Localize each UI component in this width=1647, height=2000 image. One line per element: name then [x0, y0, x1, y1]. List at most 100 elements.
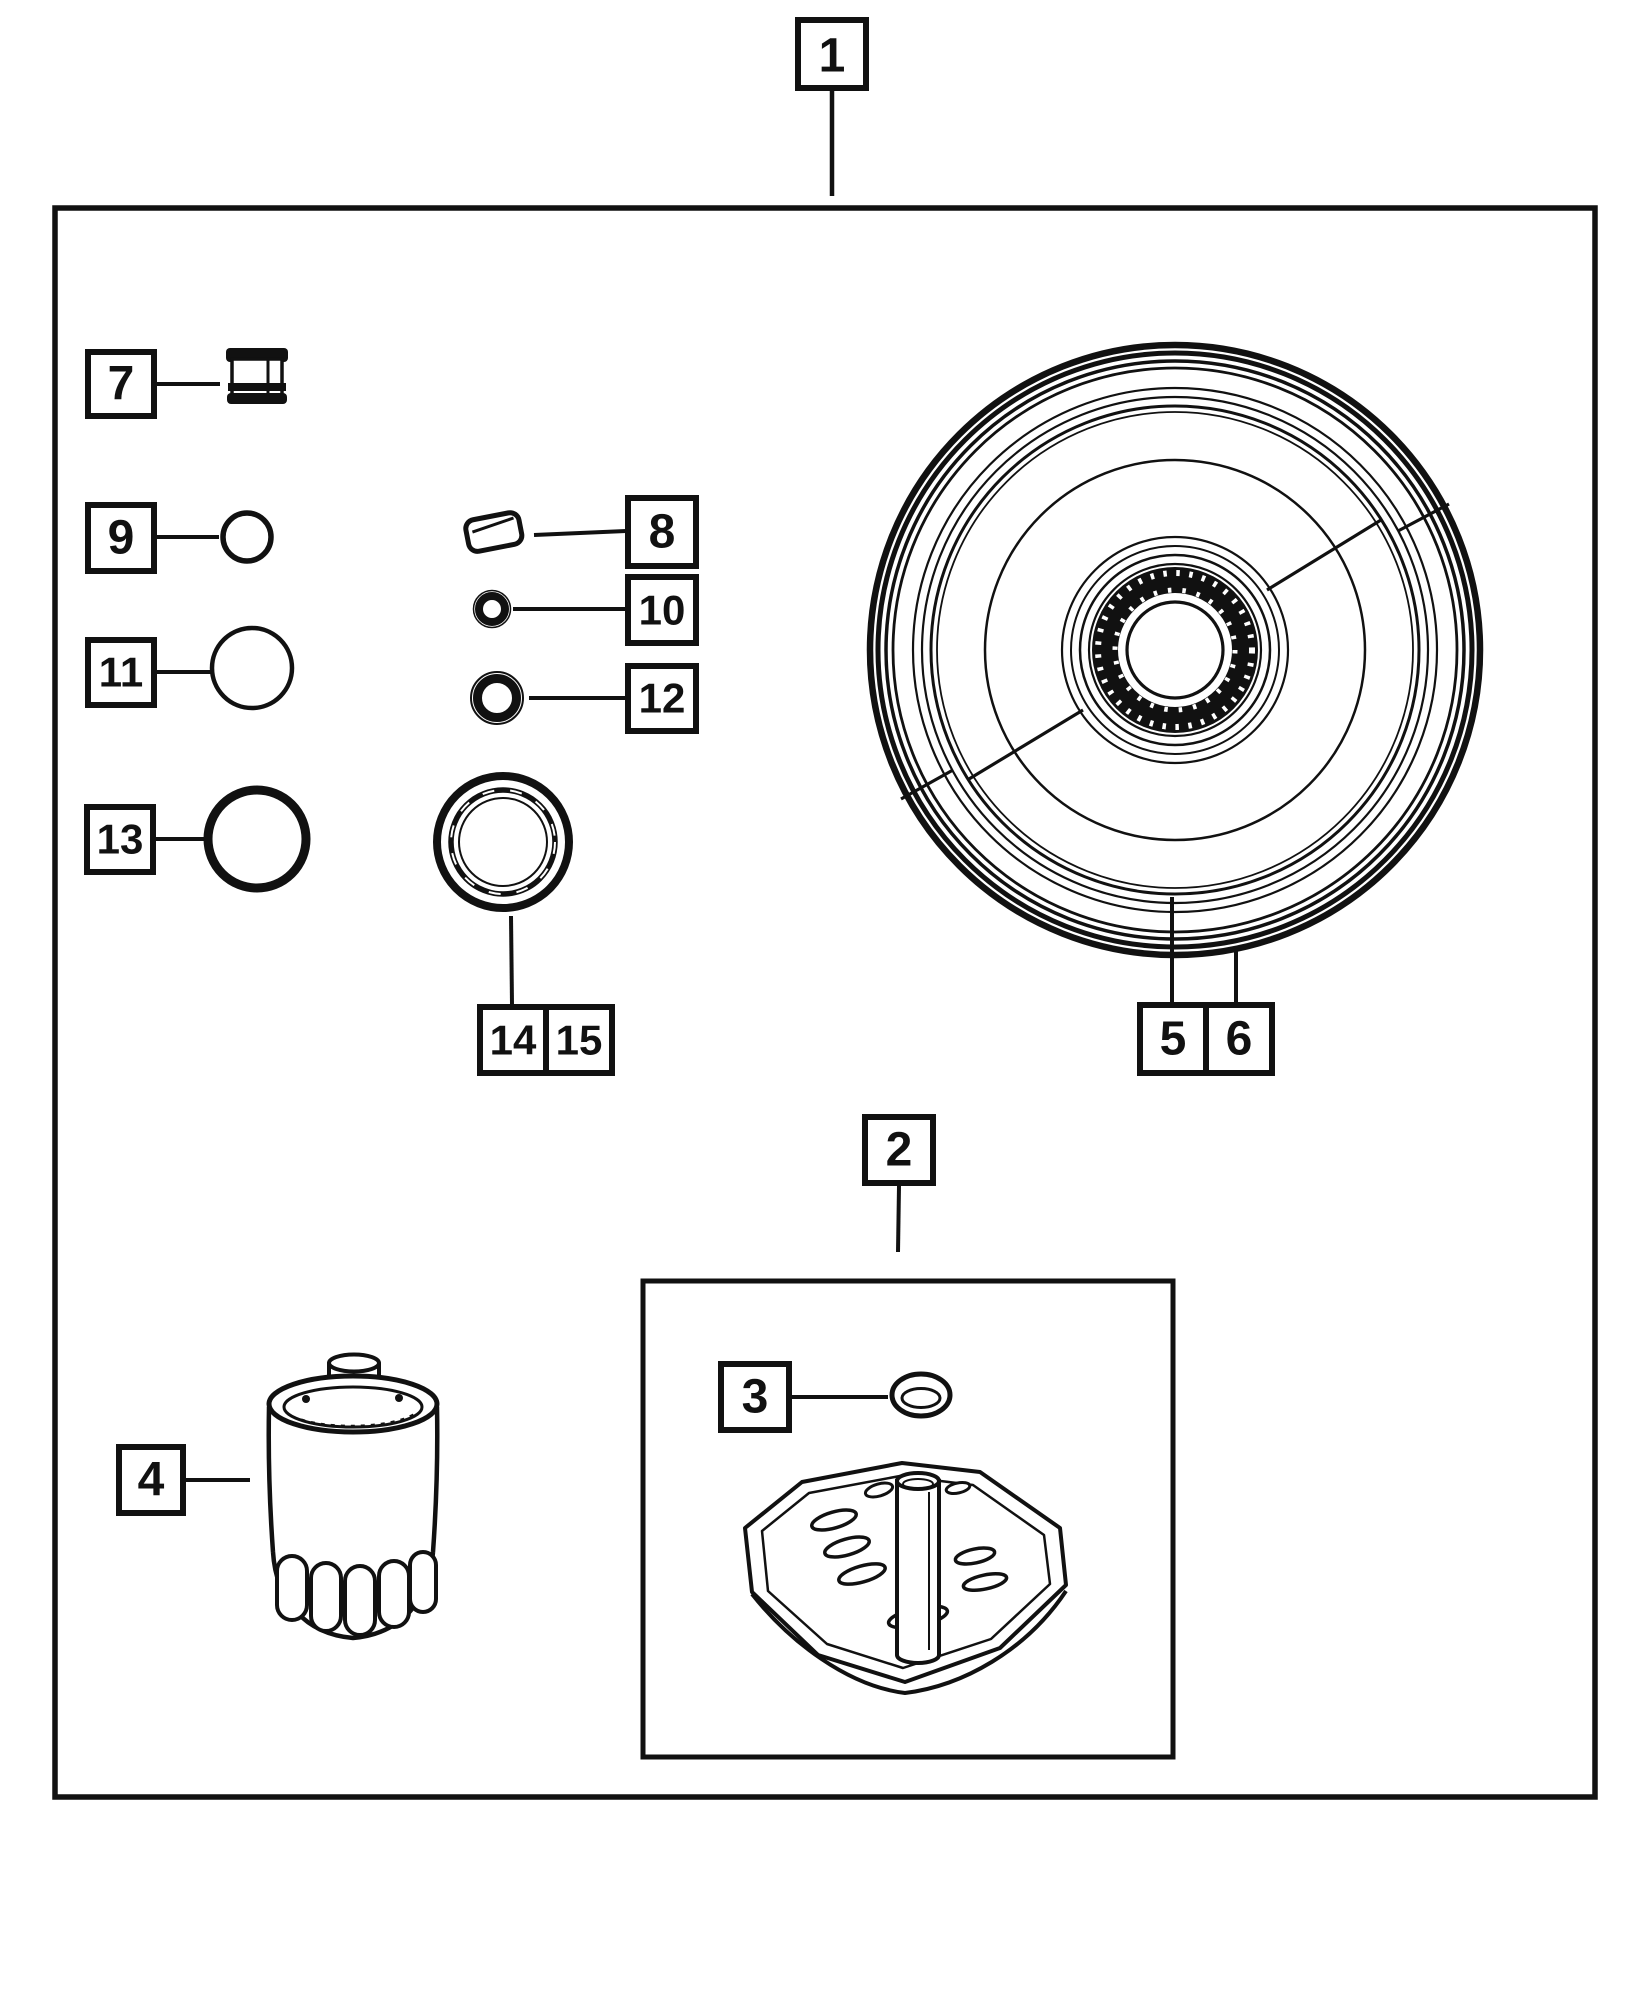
- callout-12-box: [625, 663, 699, 734]
- callout-14-15: 14 15: [477, 915, 615, 1076]
- callout-3-number: 3: [742, 1371, 769, 1424]
- converter-seam-line: [1397, 502, 1450, 533]
- callout-13: 13: [84, 804, 204, 875]
- callout-3-box: [718, 1361, 792, 1433]
- part-o-ring-tiny: [472, 589, 512, 629]
- filter-slot: [953, 1546, 997, 1566]
- filter-slot: [810, 1508, 858, 1532]
- filter-neck-tube: [895, 1479, 941, 1665]
- converter-hub-ring: [1060, 535, 1290, 765]
- callout-14-number: 14: [490, 1017, 537, 1064]
- callout-1-box: [795, 17, 869, 91]
- callout-15-box: [543, 1004, 615, 1076]
- converter-bearing-balls-inner: [1112, 587, 1238, 713]
- converter-ring: [891, 366, 1459, 934]
- o-ring-tiny-rim: [472, 589, 512, 629]
- callout-11: 11: [85, 637, 211, 708]
- callout-11-number: 11: [99, 649, 143, 696]
- filter-slot: [823, 1535, 871, 1559]
- plug-cap-body: [230, 357, 284, 399]
- callout-2-box: [862, 1114, 936, 1186]
- callout-5-box: [1137, 1002, 1209, 1076]
- callout-8-number: 8: [649, 506, 676, 559]
- oil-filter-flute: [377, 1559, 411, 1629]
- oil-filter-cap-hole: [395, 1394, 403, 1402]
- part-transmission-filter: [743, 1461, 1068, 1696]
- converter-face-ring: [983, 458, 1367, 842]
- callout-13-box: [84, 804, 156, 875]
- filter-neck-bore: [902, 1478, 934, 1490]
- wedge-block-body: [463, 510, 525, 554]
- leader-line-14: [509, 915, 514, 1006]
- oil-filter-cap-stitching: [291, 1413, 415, 1427]
- callout-10-number: 10: [639, 587, 686, 634]
- converter-ring: [875, 350, 1475, 950]
- converter-ring: [884, 359, 1466, 941]
- callout-9-box: [85, 502, 157, 574]
- filter-neck-opening: [895, 1471, 941, 1491]
- oil-filter-flute: [309, 1561, 343, 1633]
- callout-9-number: 9: [108, 512, 135, 565]
- oil-filter-cap-inner: [282, 1385, 424, 1429]
- callout-4-box: [116, 1444, 186, 1516]
- callout-12: 12: [529, 663, 699, 734]
- callout-15-number: 15: [556, 1017, 603, 1064]
- oil-filter-cap-hole: [302, 1395, 310, 1403]
- converter-seam-line: [968, 708, 1084, 781]
- converter-seam-line: [900, 768, 954, 801]
- callout-9: 9: [85, 502, 219, 574]
- oil-filter-cap: [266, 1373, 440, 1435]
- callout-1-number: 1: [819, 30, 846, 83]
- part-oil-filter: [266, 1352, 440, 1641]
- oil-filter-flute: [275, 1554, 309, 1622]
- leader-line-8: [533, 529, 627, 537]
- callout-10: 10: [513, 574, 699, 646]
- filter-slot: [961, 1572, 1009, 1592]
- callout-8-box: [625, 495, 699, 569]
- part-pump-seal: [433, 772, 573, 912]
- callout-5-number: 5: [1160, 1013, 1187, 1066]
- callout-7-number: 7: [108, 358, 135, 411]
- oil-filter-body-right: [430, 1406, 440, 1553]
- oil-filter-body-left: [266, 1406, 276, 1553]
- filter-plate-inner-line: [760, 1474, 1052, 1670]
- converter-hub-ring: [1078, 553, 1272, 747]
- kit-outline-border: [52, 205, 1598, 1800]
- o-ring-tiny-body: [475, 592, 509, 626]
- plug-cap-base: [227, 393, 287, 404]
- grommet-bore: [900, 1387, 942, 1409]
- callout-1: 1: [795, 17, 869, 196]
- converter-ring: [936, 411, 1414, 889]
- converter-ring: [920, 395, 1430, 905]
- converter-bearing-balls-outer: [1095, 570, 1255, 730]
- callout-2: 2: [862, 1114, 936, 1253]
- callout-7-box: [85, 349, 157, 419]
- callout-10-box: [625, 574, 699, 646]
- filter-slot: [837, 1562, 887, 1586]
- callout-12-number: 12: [639, 675, 686, 722]
- callout-13-number: 13: [97, 816, 144, 863]
- converter-ring: [929, 404, 1421, 896]
- part-wedge-block: [463, 510, 525, 554]
- filter-slot: [944, 1481, 972, 1495]
- converter-bearing-band: [1092, 567, 1258, 733]
- converter-hub-ring: [1087, 562, 1263, 738]
- callout-4: 4: [116, 1444, 250, 1516]
- oil-filter-nipple-top: [327, 1352, 381, 1374]
- callout-7: 7: [85, 349, 220, 419]
- filter-subassembly-border: [640, 1278, 1176, 1760]
- part-filter-grommet: [889, 1371, 953, 1419]
- part-o-ring-medium: [209, 625, 295, 711]
- part-o-ring-small: [220, 510, 274, 564]
- converter-ring: [911, 386, 1439, 914]
- callout-8: 8: [533, 495, 699, 569]
- callout-6-box: [1203, 1002, 1275, 1076]
- converter-pilot-bore: [1125, 600, 1225, 700]
- part-o-ring-large: [203, 785, 311, 893]
- filter-plate-depth: [750, 1589, 1068, 1696]
- plug-cap-band: [228, 383, 286, 391]
- pump-seal-inner: [458, 797, 548, 887]
- converter-hub-ring: [1070, 545, 1280, 755]
